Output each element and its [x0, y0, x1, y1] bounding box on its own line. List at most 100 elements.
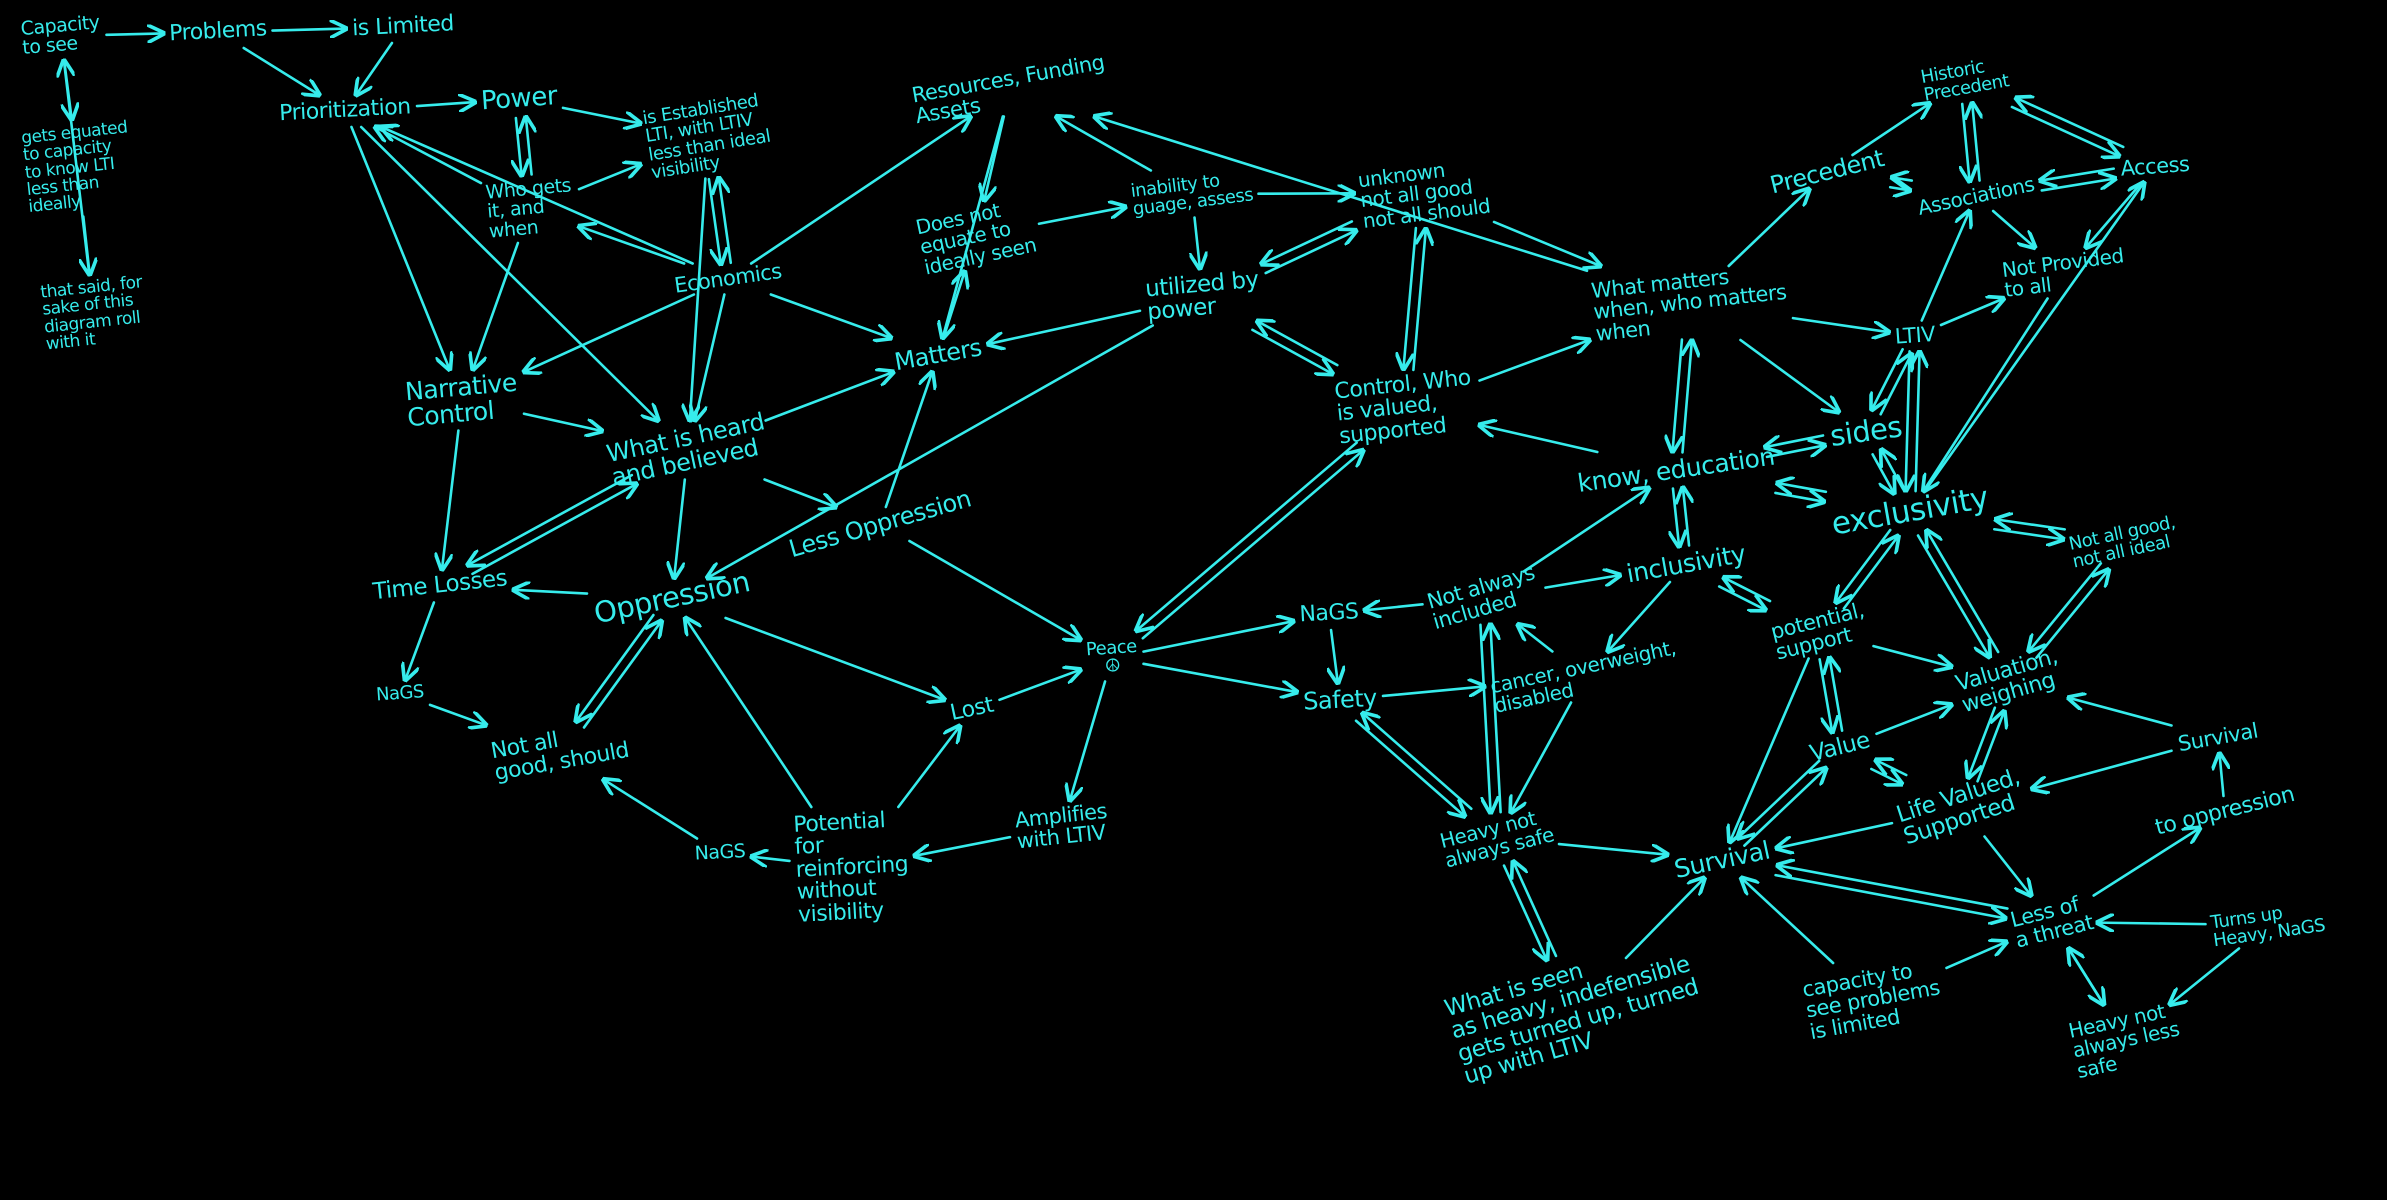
arrow-associations-to-notprovided [1991, 209, 2035, 248]
arrow-prior-to-narrative [350, 125, 449, 370]
arrow-heavy-to-notalways [1490, 624, 1502, 814]
arrow-nags3-to-safety [1331, 628, 1338, 683]
arrow-know-to-whatmatters [1681, 340, 1691, 454]
arrow-historic-to-access [2010, 105, 2119, 156]
arrow-lifevalued-to-lessthreat [1983, 835, 2032, 896]
node-equated: gets equated to capacity to know LTI les… [20, 117, 129, 218]
arrow-exclusivity-to-notallideal [1992, 529, 2063, 539]
arrow-precedent-to-associations [1888, 187, 1910, 190]
node-problems: Problems [168, 16, 268, 47]
arrow-nags1-to-notallgood [428, 703, 486, 725]
arrow-narrative-to-heard [522, 412, 602, 431]
node-capacity: Capacity to see [19, 11, 101, 60]
arrow-access-to-associations [2040, 167, 2116, 181]
arrow-economics-to-whogets [579, 226, 686, 265]
arrow-inclusivity-to-potsupport [1717, 585, 1765, 610]
node-thatsaid: that said, for sake of this diagram roll… [39, 272, 143, 355]
arrow-access-to-notprovided [2086, 181, 2143, 248]
arrow-inability-to-resources [1056, 117, 1153, 172]
node-safety: Safety [1302, 683, 1378, 716]
arrow-valuation-to-exclusivity [1927, 530, 2000, 654]
arrow-know-to-control [1480, 425, 1599, 454]
node-utilized: utilized by power [1144, 266, 1260, 326]
arrow-notalways-to-inclusivity [1544, 575, 1621, 589]
arrow-heard-to-matters [764, 372, 894, 422]
arrow-survival-to-value [1743, 768, 1826, 847]
arrow-heavy-to-safety [1363, 713, 1473, 811]
arrow-value-to-valuation [1875, 705, 1952, 736]
arrow-capsee-to-survival [1741, 878, 1835, 965]
arrow-access-to-historic [2016, 98, 2125, 149]
arrow-utilized-to-matters [988, 309, 1142, 344]
arrow-lost-to-peace [998, 670, 1081, 702]
arrow-prior-to-power [415, 102, 475, 106]
arrow-potsupport-to-value [1818, 658, 1833, 732]
arrow-whatseen-to-heavy [1513, 861, 1558, 958]
arrow-cancer-to-heavy [1511, 701, 1573, 813]
arrow-power-to-established [561, 106, 641, 124]
arrow-turnsup-to-lessthreat [2098, 923, 2207, 925]
arrow-value-to-survival [1738, 759, 1821, 839]
arrow-peace-to-control [1141, 450, 1363, 640]
arrow-whatmatters-to-ltiv [1791, 316, 1889, 332]
arrow-problems-to-islimited [271, 29, 347, 31]
arrow-lessthreat-to-tooppression [2092, 828, 2200, 897]
arrow-islimited-to-prior [356, 41, 394, 95]
arrow-historic-to-associations [1962, 102, 1969, 181]
arrow-capacity-to-problems [105, 33, 164, 34]
arrow-know-to-sides [1765, 445, 1825, 459]
arrow-ltiv-to-notprovided [1939, 299, 2004, 327]
arrow-oppression-to-notallgood [576, 613, 655, 722]
arrow-whatmatters-to-know [1673, 338, 1684, 452]
arrow-exclusivity-to-valuation [1916, 534, 1989, 658]
arrow-heavy-to-whatseen [1502, 864, 1547, 961]
arrow-control-to-utilized [1257, 321, 1339, 367]
arrow-sides-to-exclusivity [1871, 453, 1894, 493]
arrow-inability-to-utilized [1195, 216, 1200, 269]
arrow-utilized-to-control [1251, 328, 1332, 374]
arrow-economics-to-established [719, 178, 733, 265]
arrow-lessopp-to-peace [908, 539, 1080, 640]
arrow-narrative-to-timelosses [442, 429, 460, 570]
arrow-inclusivity-to-cancer [1608, 580, 1672, 652]
arrow-peace-to-safety [1142, 662, 1298, 692]
arrow-timelosses-to-heard [471, 484, 636, 576]
arrow-potential-to-nags2 [752, 857, 791, 861]
arrow-oppression-to-timelosses [514, 590, 589, 594]
arrow-survival-to-lessthreat [1774, 873, 2006, 918]
arrow-established-to-heard [690, 177, 707, 421]
arrow-potsupport-to-valuation [1872, 644, 1952, 667]
arrow-precedent-to-historic [1851, 104, 1930, 157]
arrow-whatmatters-to-resources [1095, 117, 1589, 273]
arrow-sides-to-ltiv [1879, 354, 1912, 416]
arrow-lifevalued-to-survival [1777, 821, 1894, 848]
arrow-know-to-exclusivity [1774, 493, 1824, 502]
node-ltiv: LTIV [1894, 321, 1936, 349]
arrow-peace-to-amplifies [1070, 680, 1107, 801]
arrow-notalways-to-heavy [1479, 623, 1490, 813]
arrow-tooppression-to-survival2 [2219, 754, 2223, 798]
arrow-established-to-economics [707, 177, 721, 264]
node-control: Control, Who is valued, supported [1333, 365, 1472, 450]
arrow-whogets-to-power [526, 117, 532, 176]
arrow-heard-to-lessopp [763, 478, 836, 508]
arrow-heavy-to-survival [1557, 842, 1668, 855]
arrow-lessopp-to-matters [884, 372, 932, 509]
arrow-unknown-to-whatmatters [1492, 220, 1601, 266]
node-potential: Potential for reinforcing without visibi… [792, 808, 909, 928]
arrow-associations-to-historic [1972, 103, 1979, 182]
arrow-ltiv-to-exclusivity [1906, 350, 1910, 491]
arrow-exclusivity-to-know [1777, 483, 1828, 492]
arrow-amplifies-to-potential [915, 835, 1012, 856]
arrow-exclusivity-to-access [1923, 183, 2144, 493]
arrow-unknown-to-control [1403, 226, 1418, 369]
arrow-notprovided-to-exclusivity [1924, 297, 2049, 492]
arrow-notallgood-to-oppression [582, 621, 661, 729]
arrow-whogets-to-narrative [473, 241, 520, 370]
arrow-exclusivity-to-sides [1881, 450, 1905, 490]
arrow-heard-to-oppression [674, 478, 687, 579]
node-whogets: Who gets it, and when [484, 174, 572, 243]
arrow-unknown-to-utilized [1261, 220, 1354, 264]
arrow-prior-to-heard [359, 125, 658, 421]
